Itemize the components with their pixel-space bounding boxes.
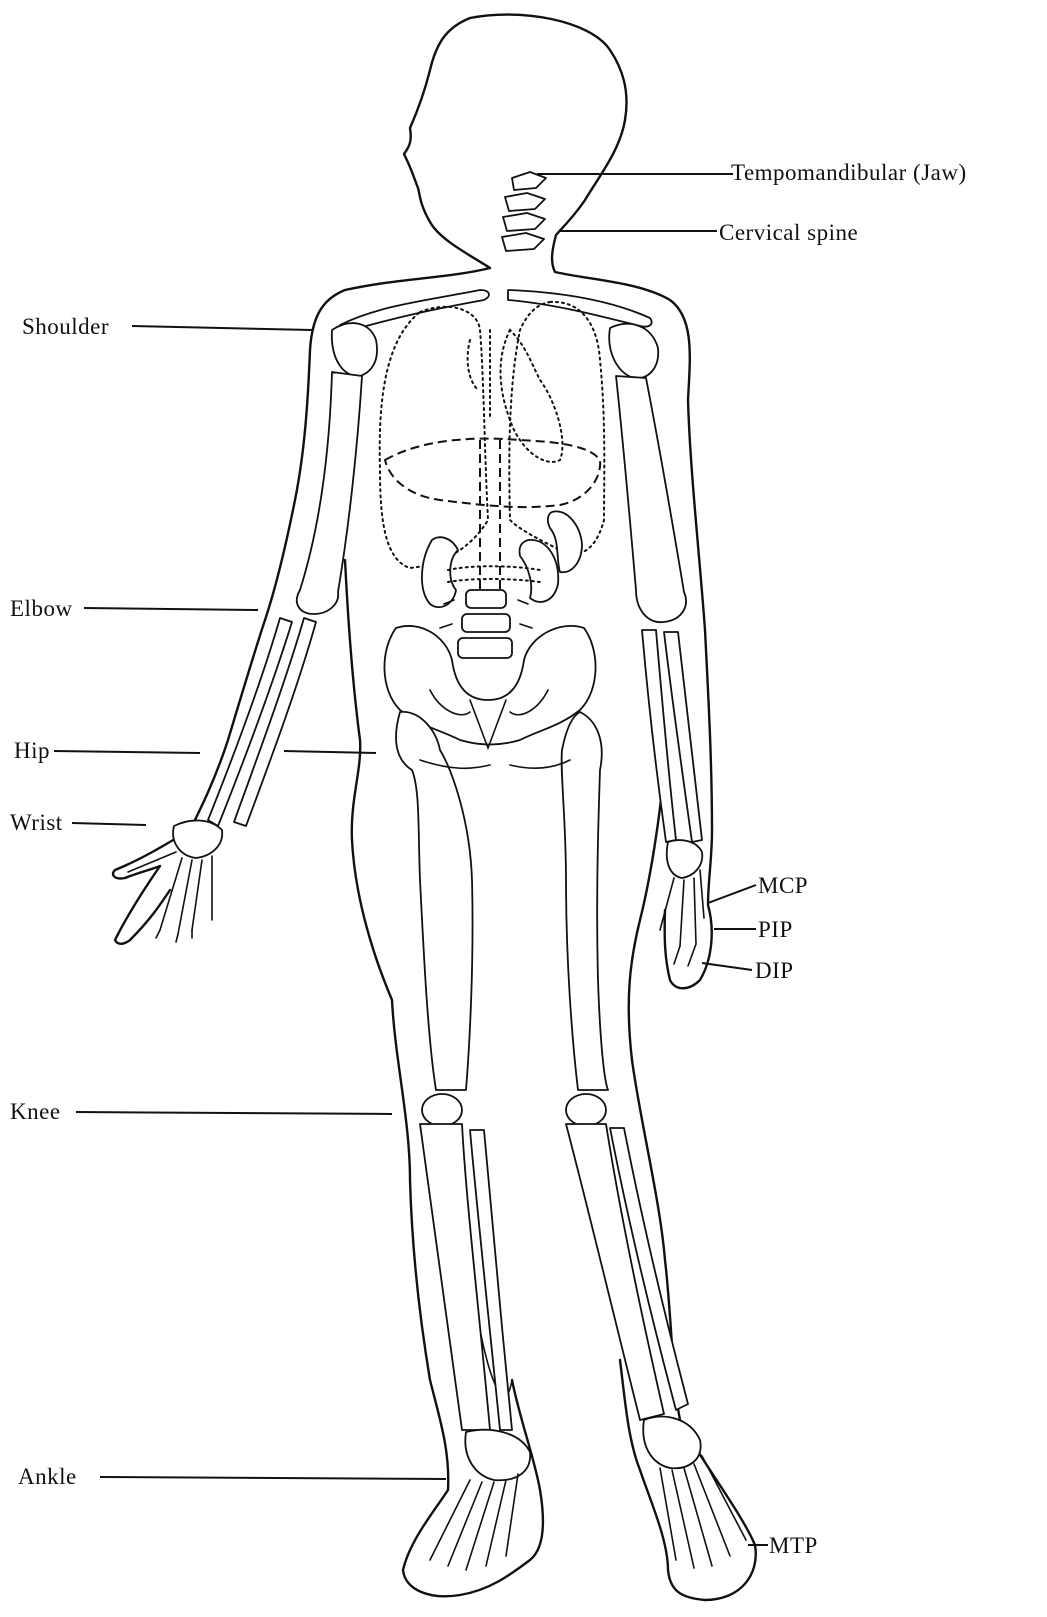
right-foot-bones [643,1417,746,1568]
label-mcp: MCP [758,873,808,899]
label-pip: PIP [758,917,793,943]
label-wrist: Wrist [10,810,63,836]
label-elbow: Elbow [10,596,73,622]
label-mtp: MTP [769,1533,818,1559]
label-cervical-spine: Cervical spine [719,220,858,246]
label-hip: Hip [14,738,50,764]
label-knee: Knee [10,1099,61,1125]
tibia-fibula-bones [420,1124,688,1430]
label-dip: DIP [755,958,794,984]
shoulder-girdle [332,290,658,378]
lumbar-vertebrae [440,566,540,658]
patellae [422,1094,606,1126]
right-hand-bones [660,840,704,966]
left-hand-bones [128,820,222,942]
label-shoulder: Shoulder [22,314,109,340]
cervical-vertebrae [502,172,546,251]
humerus-bones [297,372,686,622]
femur-bones [396,712,608,1090]
label-ankle: Ankle [18,1464,77,1490]
label-temporomandibular: Tempomandibular (Jaw) [731,160,967,186]
